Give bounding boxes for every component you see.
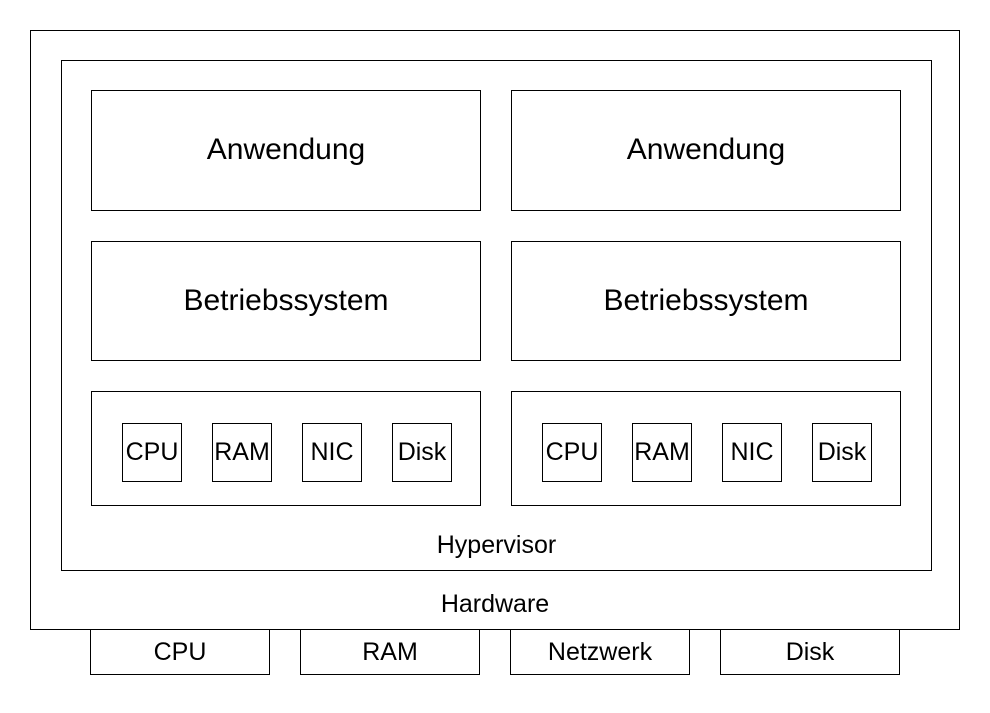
vm2-resource-disk: Disk: [812, 423, 872, 482]
vm2-resource-nic: NIC: [722, 423, 782, 482]
vm2-resource-ram: RAM: [632, 423, 692, 482]
vm2-resource-nic-label: NIC: [730, 438, 774, 467]
vm1-application-box: Anwendung: [91, 90, 481, 211]
physical-disk-label: Disk: [785, 637, 835, 666]
vm1-application-label: Anwendung: [206, 133, 366, 167]
vm1-resource-disk-label: Disk: [397, 438, 447, 467]
vm1-resource-ram: RAM: [212, 423, 272, 482]
vm1-resource-ram-label: RAM: [214, 438, 270, 467]
vm1-resource-nic: NIC: [302, 423, 362, 482]
vm2-os-box: Betriebssystem: [511, 241, 901, 361]
vm2-application-label: Anwendung: [626, 133, 786, 167]
vm1-resource-cpu-label: CPU: [125, 438, 179, 467]
physical-ram-label: RAM: [362, 637, 418, 666]
vm1-os-label: Betriebssystem: [183, 283, 389, 317]
vm2-resource-ram-label: RAM: [634, 438, 690, 467]
vm1-resources-box: CPU RAM NIC Disk: [91, 391, 481, 506]
vm-stack-2: Anwendung Betriebssystem CPU RAM NIC Dis…: [511, 31, 901, 631]
hardware-box: Hypervisor Anwendung Betriebssystem CPU …: [30, 30, 960, 630]
vm1-resource-nic-label: NIC: [310, 438, 354, 467]
vm-stack-1: Anwendung Betriebssystem CPU RAM NIC Dis…: [91, 31, 481, 631]
physical-network-label: Netzwerk: [547, 637, 653, 666]
vm1-os-box: Betriebssystem: [91, 241, 481, 361]
vm2-resources-box: CPU RAM NIC Disk: [511, 391, 901, 506]
physical-ram-box: RAM: [300, 629, 480, 675]
vm2-resource-disk-label: Disk: [817, 438, 867, 467]
vm2-os-label: Betriebssystem: [603, 283, 809, 317]
vm1-resource-disk: Disk: [392, 423, 452, 482]
vm2-application-box: Anwendung: [511, 90, 901, 211]
physical-network-box: Netzwerk: [510, 629, 690, 675]
vm2-resource-cpu: CPU: [542, 423, 602, 482]
hypervisor-label: Hypervisor: [436, 531, 557, 560]
vm2-resource-cpu-label: CPU: [545, 438, 599, 467]
physical-disk-box: Disk: [720, 629, 900, 675]
physical-cpu-label: CPU: [153, 637, 207, 666]
physical-cpu-box: CPU: [90, 629, 270, 675]
vm1-resource-cpu: CPU: [122, 423, 182, 482]
hardware-label: Hardware: [440, 590, 550, 619]
